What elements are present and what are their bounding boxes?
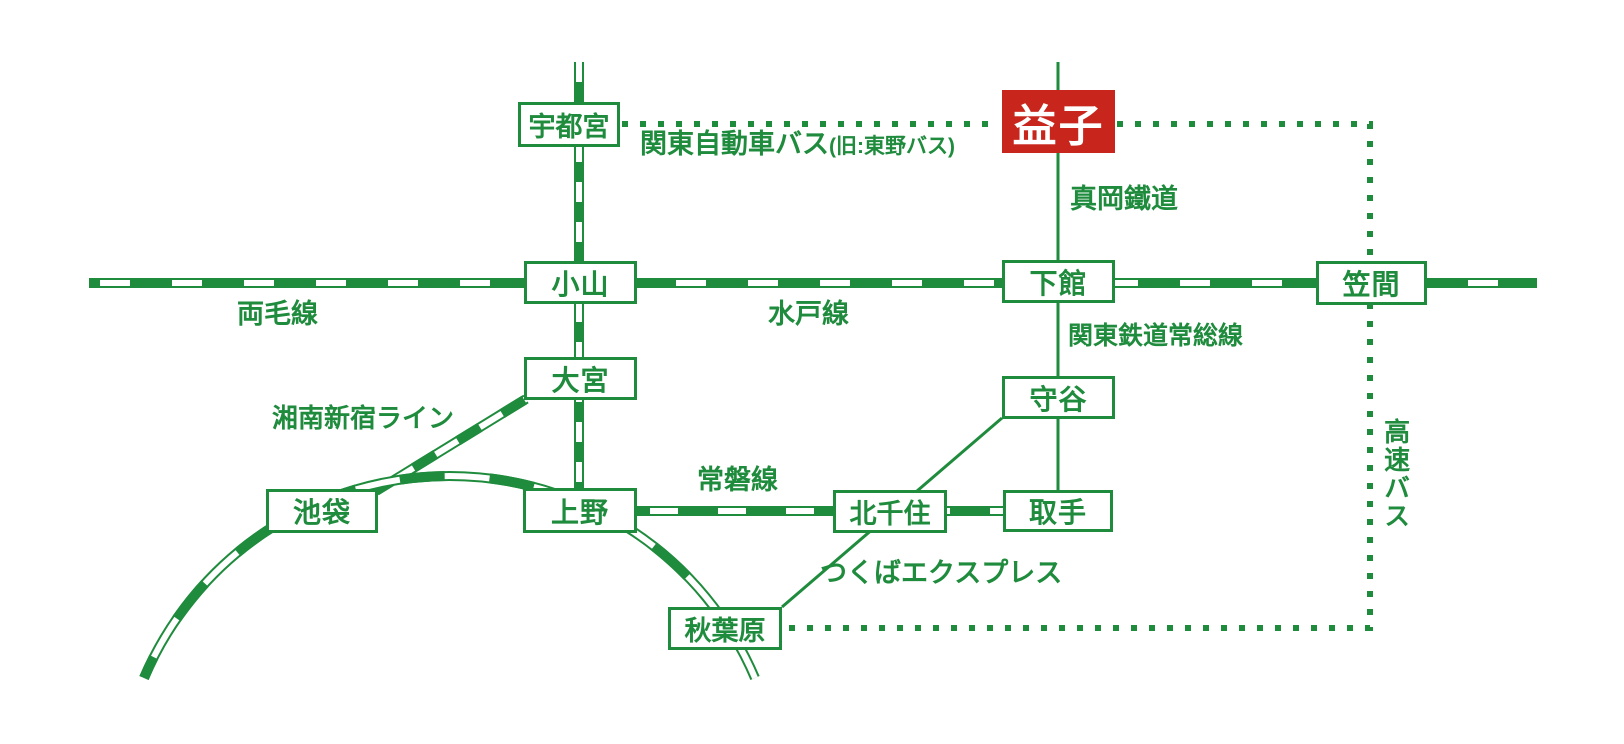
station-mashiko-destination: 益子	[1002, 90, 1115, 153]
station-label: 取手	[1028, 497, 1087, 528]
station-label: 大宮	[551, 364, 610, 396]
station-label: 宇都宮	[528, 112, 610, 142]
station-label: 小山	[551, 268, 610, 300]
label-moka-railway: 真岡鐵道	[1070, 184, 1178, 214]
station-utsunomiya: 宇都宮	[518, 102, 620, 147]
station-toride: 取手	[1003, 490, 1113, 532]
label-kanto-jidosha-bus: 関東自動車バス(旧:東野バス)	[640, 129, 955, 160]
station-label: 秋葉原	[684, 616, 766, 646]
label-joban-line: 常磐線	[697, 465, 778, 495]
station-oyama: 小山	[524, 261, 637, 304]
station-label: 下館	[1029, 267, 1088, 299]
station-label: 益子	[1012, 101, 1105, 151]
label-mito-line: 水戸線	[768, 299, 849, 329]
label-kosoku-bus: 高速バス	[1380, 418, 1411, 530]
station-kitasenju: 北千住	[833, 490, 947, 533]
station-ikebukuro: 池袋	[266, 489, 378, 533]
station-label: 北千住	[849, 499, 931, 529]
label-kanto-railway-joso-line: 関東鉄道常総線	[1068, 322, 1244, 350]
label-kanto-jidosha-bus-main: 関東自動車バス	[640, 129, 829, 159]
station-label: 池袋	[292, 497, 351, 528]
label-kanto-jidosha-bus-note: (旧:東野バス)	[829, 135, 955, 158]
label-ryomo-line: 両毛線	[237, 299, 318, 329]
station-kasama: 笠間	[1316, 261, 1427, 305]
label-shonan-shinjuku-line: 湘南新宿ライン	[272, 403, 455, 433]
station-label: 守谷	[1029, 383, 1088, 415]
kosoku-bus-dotted-route	[786, 121, 1373, 631]
station-akihabara: 秋葉原	[668, 607, 782, 650]
station-moriya: 守谷	[1002, 376, 1115, 419]
station-ueno: 上野	[523, 488, 637, 533]
label-tsukuba-express: つくばエクスプレス	[820, 558, 1063, 588]
station-omiya: 大宮	[524, 357, 637, 400]
yamanote-arc-track	[139, 470, 760, 680]
station-label: 笠間	[1342, 269, 1401, 300]
station-label: 上野	[550, 496, 609, 528]
station-shimodate: 下館	[1002, 260, 1115, 303]
